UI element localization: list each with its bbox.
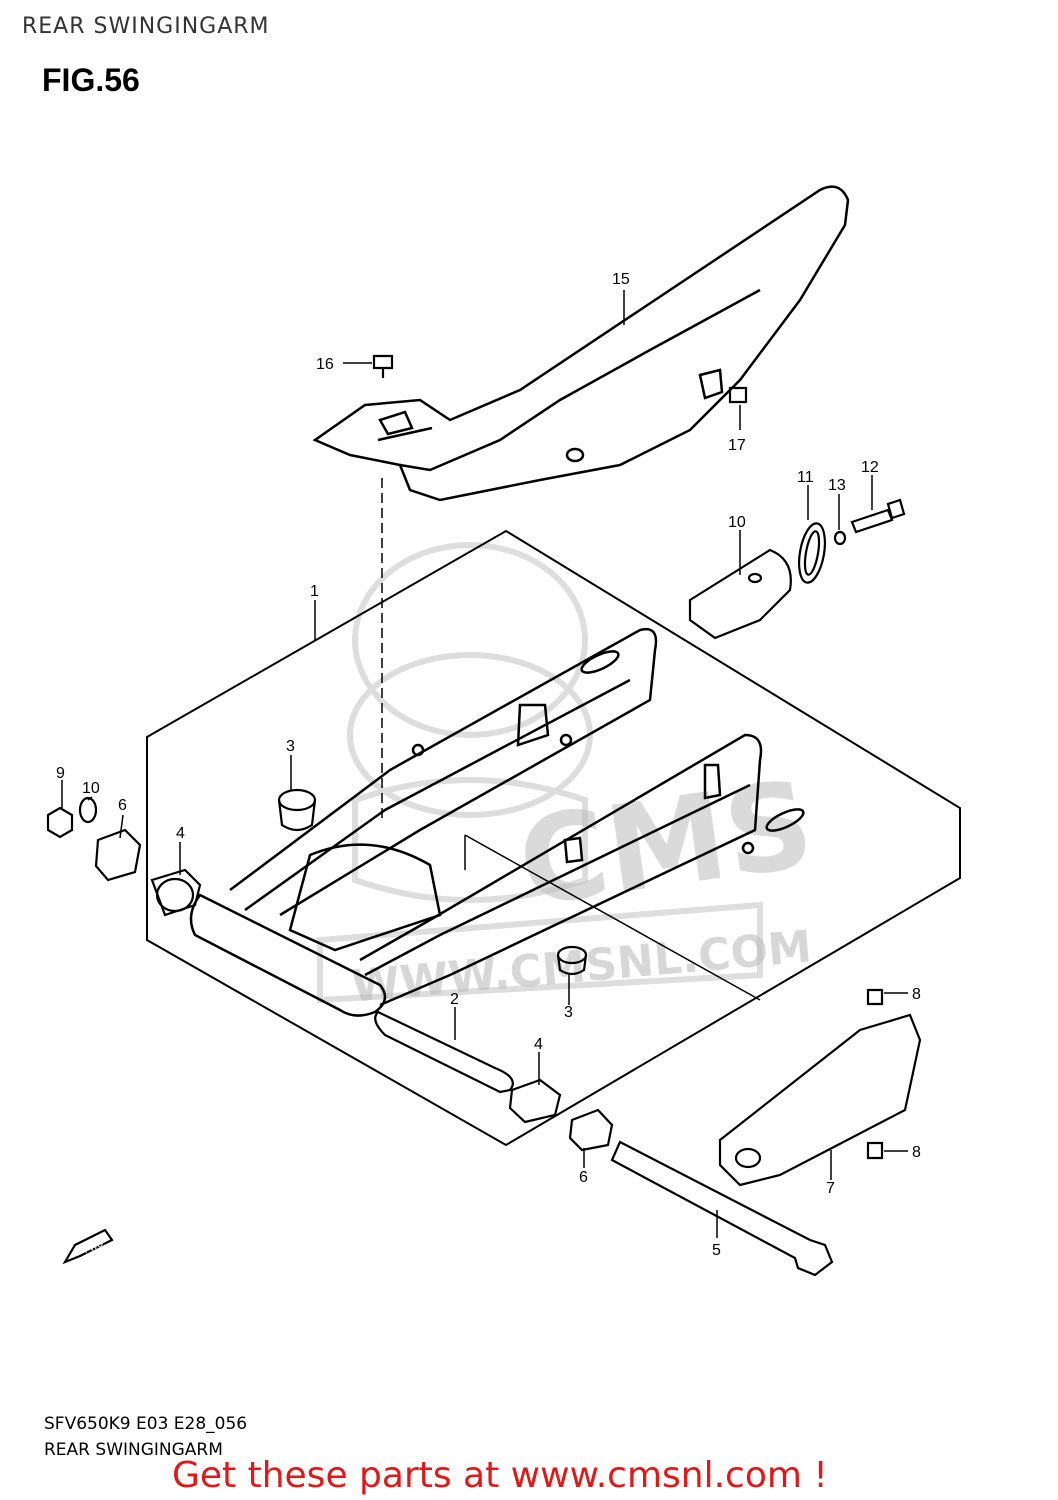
- small-parts: [46, 354, 922, 1277]
- callout-8b: 8: [912, 1144, 921, 1161]
- callout-11: 15: [612, 271, 630, 288]
- callout-6b: 6: [579, 1169, 588, 1186]
- callout-1: 1: [310, 583, 319, 600]
- callout-8a: 8: [912, 986, 921, 1003]
- figure-number: FIG.56: [42, 62, 140, 98]
- callout-3b: 3: [564, 1004, 573, 1021]
- callout-4a: 4: [176, 825, 185, 842]
- callout-14: 10: [728, 514, 746, 531]
- cms-watermark: [317, 542, 763, 1004]
- callout-10: 10: [82, 780, 100, 797]
- chain-guard: [312, 185, 850, 502]
- swingarm-group-box: [146, 529, 961, 1147]
- callout-4b: 4: [534, 1036, 543, 1053]
- cta-link[interactable]: Get these parts at www.cmsnl.com !: [172, 1455, 828, 1496]
- page-header-title: REAR SWINGINGARM: [22, 14, 270, 39]
- leader-lines: [61, 290, 908, 1238]
- footer-title: REAR SWINGINGARM: [44, 1440, 223, 1460]
- callout-3a: 3: [286, 738, 295, 755]
- callout-5: 5: [712, 1242, 721, 1259]
- callout-numbers: 15 16 17 10 11 12 13 1 3 9 10 6 4 2 3 4 …: [56, 271, 921, 1259]
- callout-15: 11: [797, 469, 814, 486]
- callout-9: 9: [56, 765, 65, 782]
- callout-16: 12: [861, 459, 879, 476]
- callout-2: 2: [450, 991, 459, 1008]
- callout-12: 16: [316, 356, 334, 373]
- diagram-code: SFV650K9 E03 E28_056: [44, 1414, 248, 1434]
- callout-6a: 6: [118, 797, 127, 814]
- callout-7: 7: [826, 1180, 835, 1197]
- callout-17: 13: [828, 477, 846, 494]
- swingarm: [189, 627, 805, 1017]
- callout-13: 17: [728, 437, 746, 454]
